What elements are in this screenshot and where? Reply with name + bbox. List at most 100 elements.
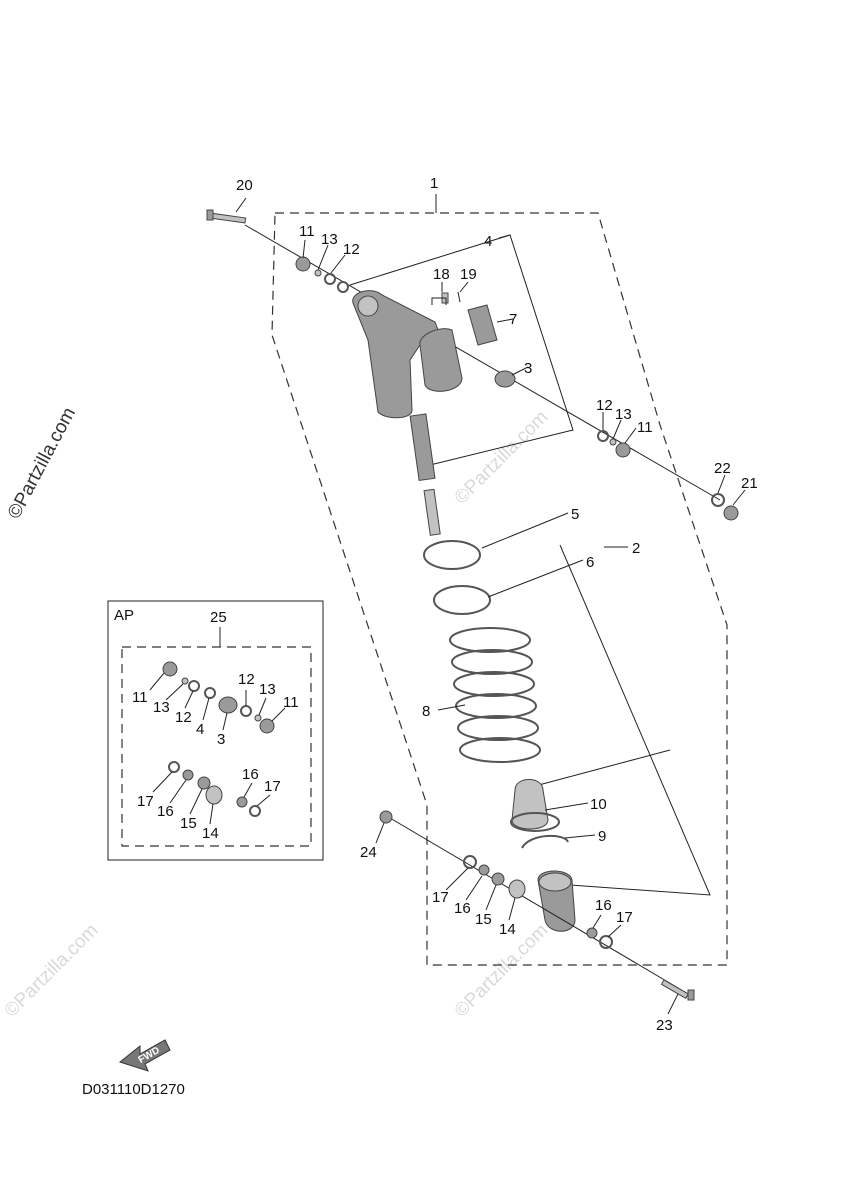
callout-11-right: 11	[637, 419, 653, 436]
inset-bearing-14	[205, 785, 223, 805]
inset-seal-17a	[168, 761, 180, 773]
inset-bushing-3	[218, 696, 238, 714]
inset-title: AP	[114, 607, 134, 624]
callout-12-top: 12	[343, 241, 360, 258]
watermark-left: ©Partzilla.com	[4, 404, 80, 522]
washer-22	[711, 493, 725, 507]
callout-20: 20	[236, 177, 253, 194]
bump-stop-base	[510, 812, 560, 832]
callout-18: 18	[433, 266, 450, 283]
nut-21	[723, 505, 739, 521]
callout-1: 1	[430, 175, 438, 192]
washer-16-bottom	[478, 864, 490, 876]
inset-seal-17b	[249, 805, 261, 817]
callout-23: 23	[656, 1017, 673, 1034]
callout-14: 14	[499, 921, 516, 938]
diagram-code: D031110D1270	[82, 1081, 185, 1098]
callout-24: 24	[360, 844, 377, 861]
callout-16-right: 16	[595, 897, 612, 914]
collar-11-right	[615, 442, 631, 458]
inset-collar-11b	[259, 718, 275, 734]
bracket-4	[349, 234, 574, 466]
inset-part-4	[204, 687, 216, 699]
inset-callout-13b: 13	[259, 681, 276, 698]
ring-13-top	[314, 269, 322, 277]
callout-11-top: 11	[299, 223, 315, 240]
bump-stop-10	[511, 779, 549, 830]
bearing-14-bottom	[508, 879, 526, 899]
grease-24	[379, 810, 393, 824]
callout-19: 19	[460, 266, 477, 283]
inset-callout-11a: 11	[132, 689, 148, 706]
inset-callout-3: 3	[217, 731, 225, 748]
inset-ring-13b	[254, 714, 262, 722]
collar-11-top	[295, 256, 311, 272]
callout-10: 10	[590, 796, 607, 813]
inset-ap: AP 25 11 13 12 4 3 12 13 11 17 16 15 14 …	[107, 600, 324, 861]
shock-body	[352, 290, 463, 536]
assembly-1-outline	[271, 212, 728, 966]
inset-callout-12a: 12	[175, 709, 192, 726]
callout-17-right: 17	[616, 909, 633, 926]
spring-8	[449, 627, 541, 763]
adjuster-6	[433, 585, 491, 615]
callout-21: 21	[741, 475, 758, 492]
spring-seat-9	[521, 834, 569, 849]
bolt-20	[206, 209, 247, 224]
bracket-2	[559, 544, 711, 896]
seal-17-bottom	[463, 855, 477, 869]
inset-callout-15: 15	[180, 815, 197, 832]
bolt-23	[660, 979, 695, 1001]
callout-2: 2	[632, 540, 640, 557]
watermark-center: ©Partzilla.com	[451, 407, 553, 509]
callout-12-right: 12	[596, 397, 613, 414]
washer-16-right	[586, 927, 598, 939]
callout-16-bottom: 16	[454, 900, 471, 917]
watermark-bottom-left: ©Partzilla.com	[1, 920, 103, 1022]
seal-12-right	[597, 430, 609, 442]
inset-washer-16b	[236, 796, 248, 808]
callout-17-bottom: 17	[432, 889, 449, 906]
inset-callout-17a: 17	[137, 793, 154, 810]
leader-lines	[235, 194, 746, 1015]
inset-callout-14: 14	[202, 825, 219, 842]
callout-22: 22	[714, 460, 731, 477]
inset-ring-13a	[181, 677, 189, 685]
callout-5: 5	[571, 506, 579, 523]
collar-15-bottom	[491, 872, 505, 886]
callout-3: 3	[524, 360, 532, 377]
inset-seal-12b	[240, 705, 252, 717]
inset-callout-13a: 13	[153, 699, 170, 716]
callout-6: 6	[586, 554, 594, 571]
inset-callout-12b: 12	[238, 671, 255, 688]
callout-9: 9	[598, 828, 606, 845]
callout-13-top: 13	[321, 231, 338, 248]
callout-13-right: 13	[615, 406, 632, 423]
watermarks: ©Partzilla.com ©Partzilla.com ©Partzilla…	[1, 404, 553, 1021]
axis-top	[244, 224, 721, 501]
inset-washer-16a	[182, 769, 194, 781]
locknut-5	[423, 540, 481, 570]
callout-7: 7	[509, 311, 517, 328]
label-7	[467, 304, 498, 346]
callout-15: 15	[475, 911, 492, 928]
inset-callout-25: 25	[210, 609, 227, 626]
inset-callout-11b: 11	[283, 694, 299, 711]
seal-12-top	[324, 273, 336, 285]
callout-8: 8	[422, 703, 430, 720]
inset-collar-11a	[162, 661, 178, 677]
inset-collar-15	[197, 776, 211, 790]
callout-4: 4	[484, 233, 492, 250]
seal-17-right	[599, 935, 613, 949]
ring-13-right	[609, 438, 617, 446]
fwd-arrow-icon: FWD	[118, 1039, 171, 1072]
callouts: 1 20 4 11 13 12 18 19 7 3 12 13 11 22 21…	[236, 175, 758, 1034]
inset-callout-16b: 16	[242, 766, 259, 783]
bushing-3	[494, 370, 516, 388]
inset-seal-12a	[188, 680, 200, 692]
inset-callout-17b: 17	[264, 778, 281, 795]
axis-bottom	[389, 817, 691, 996]
part-19	[457, 291, 461, 303]
inset-callout-16a: 16	[157, 803, 174, 820]
